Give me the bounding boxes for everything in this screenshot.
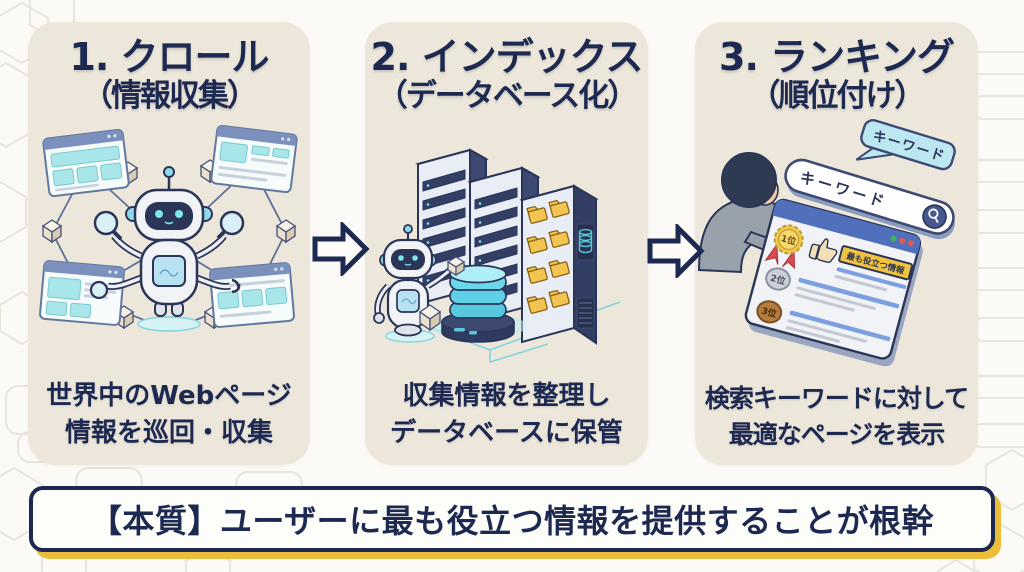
- database-cylinder: [429, 264, 526, 343]
- step1-caption-line2: 情報を巡回・収集: [64, 418, 273, 449]
- window-dot-red: [899, 238, 906, 245]
- search-results-page: 1位 最も役立つ情報 2位 3位: [744, 199, 923, 367]
- highlight-label-box: [838, 245, 914, 281]
- step1-title: 1. クロール: [69, 35, 269, 79]
- step-panel-index: 2. インデックス （データベース化）: [365, 22, 648, 465]
- keyword-speech-bubble: キーワード: [855, 119, 956, 171]
- folder-storage-rack: [518, 184, 599, 346]
- step-panel-ranking: 3. ランキング （順位付け）: [695, 22, 978, 465]
- indexing-robot: [372, 224, 465, 343]
- step3-subtitle: （順位付け）: [749, 77, 926, 114]
- step3-caption: 検索キーワードに対して 最適なページを表示: [695, 381, 978, 454]
- step2-title: 2. インデックス: [370, 35, 644, 79]
- robot-arm-upper-right: [195, 210, 245, 260]
- index-illustration: [372, 148, 620, 364]
- flow-arrow-icon: [647, 224, 705, 278]
- ranking-illustration: 1位 最も役立つ情報 2位 3位: [697, 119, 956, 367]
- folder-icons: [525, 200, 570, 315]
- window-dot-green: [890, 235, 897, 242]
- magnifier-icon: [928, 208, 939, 219]
- search-button: [922, 204, 947, 230]
- step2-caption-line2: データベースに保管: [390, 418, 623, 449]
- step1-caption: 世界中のWebページ 情報を巡回・収集: [28, 378, 310, 453]
- database-icon: [578, 229, 592, 254]
- webpage-window-bottom-left: [39, 260, 125, 327]
- step2-subtitle: （データベース化）: [376, 77, 638, 114]
- robot-face: [145, 202, 193, 231]
- webpage-window-bottom-right: [209, 262, 295, 329]
- vent-grille: [578, 302, 592, 324]
- step3-caption-line2: 最適なページを表示: [728, 419, 946, 449]
- magnifier-icon: [219, 210, 245, 236]
- essence-banner: 【本質】ユーザーに最も役立つ情報を提供することが根幹: [29, 486, 995, 552]
- rank2-badge: 2位: [765, 267, 791, 291]
- step3-caption-line1: 検索キーワードに対して: [704, 383, 969, 413]
- data-packet-cube: [418, 304, 441, 332]
- step2-caption: 収集情報を整理し データベースに保管: [365, 378, 648, 453]
- webpage-window-top-left: [42, 129, 130, 198]
- rank1-label: 1位: [780, 232, 798, 248]
- step2-caption-line1: 収集情報を整理し: [402, 380, 611, 411]
- rank3-label: 3位: [760, 305, 778, 321]
- robot-arm-lower-left: [89, 274, 143, 300]
- rank2-label: 2位: [769, 272, 787, 288]
- user-hair: [721, 152, 777, 209]
- crawler-robot: [89, 166, 245, 332]
- window-dot-red: [907, 240, 914, 247]
- rank3-badge: 3位: [756, 300, 783, 324]
- robot-arm-lower-right: [195, 274, 241, 294]
- rank1-medal: 1位: [764, 224, 804, 270]
- flow-arrow-icon: [312, 222, 370, 276]
- step3-title: 3. ランキング: [719, 35, 955, 79]
- magnifier-icon: [89, 281, 109, 300]
- step-panel-crawl: 1. クロール （情報収集）: [28, 22, 310, 465]
- page-header-bar: [772, 200, 921, 255]
- thumbs-up-icon: [808, 238, 838, 264]
- essence-banner-text: 【本質】ユーザーに最も役立つ情報を提供することが根幹: [89, 502, 935, 540]
- robot-arm-upper-left: [93, 210, 143, 260]
- magnifier-icon: [93, 210, 119, 236]
- webpage-window-top-right: [210, 125, 298, 194]
- crawl-illustration: [39, 125, 298, 332]
- step1-subtitle: （情報収集）: [82, 77, 258, 114]
- robot-chest-screen: [152, 255, 186, 288]
- step1-caption-line1: 世界中のWebページ: [46, 380, 292, 411]
